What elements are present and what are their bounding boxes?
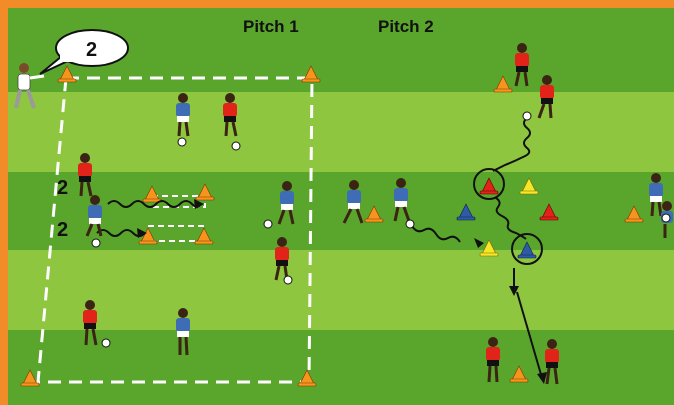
player-red-1 <box>223 93 238 137</box>
coach-figure <box>14 63 45 109</box>
dribble-path-low <box>411 225 461 243</box>
gate-top-outline <box>152 195 206 208</box>
speech-bubble-number: 2 <box>86 39 97 61</box>
pitch-2-title: Pitch 2 <box>378 17 434 36</box>
player-blue-2 <box>85 195 103 237</box>
pitch-1-title: Pitch 1 <box>243 17 299 36</box>
ball-4 <box>263 219 273 229</box>
dribble-path-pitch2 <box>492 117 531 172</box>
ball-5 <box>283 275 293 285</box>
ball-9 <box>661 213 671 223</box>
highlight-circle-blue-cone <box>511 233 543 265</box>
player-red-2 <box>78 153 93 197</box>
player-red-4 <box>83 300 98 346</box>
ball-2 <box>231 141 241 151</box>
gate-label-top: 2 <box>57 177 68 199</box>
dribble-path-pitch2-cont <box>495 197 527 240</box>
gate-label-bottom: 2 <box>57 219 68 241</box>
pass-line-bottom <box>516 291 543 379</box>
ball-7 <box>405 219 415 229</box>
arrowhead-2 <box>509 286 519 296</box>
player-red-6 <box>537 75 554 119</box>
arrowhead-3 <box>537 372 547 384</box>
highlight-circle-red-cone <box>473 168 505 200</box>
player-blue-7 <box>649 173 663 217</box>
dribble-path-gate-top <box>107 200 201 208</box>
player-blue-4 <box>176 308 190 356</box>
player-blue-1 <box>176 93 190 137</box>
player-blue-5 <box>342 180 364 224</box>
player-red-5 <box>514 43 529 87</box>
ball-8 <box>522 111 532 121</box>
player-red-3 <box>274 237 289 281</box>
grass-field <box>8 8 674 405</box>
player-blue-3 <box>277 181 295 225</box>
ball-1 <box>177 137 187 147</box>
player-red-7 <box>486 337 500 383</box>
ball-3 <box>91 238 101 248</box>
player-red-8 <box>545 339 559 385</box>
arrowhead-1 <box>474 238 484 248</box>
arrowhead-gate-bottom <box>137 228 147 238</box>
coach-speech-bubble <box>39 29 129 75</box>
player-blue-6 <box>393 178 411 222</box>
dribble-path-gate-bottom <box>96 229 146 237</box>
ball-6 <box>101 338 111 348</box>
arrowhead-gate-top <box>194 199 204 209</box>
